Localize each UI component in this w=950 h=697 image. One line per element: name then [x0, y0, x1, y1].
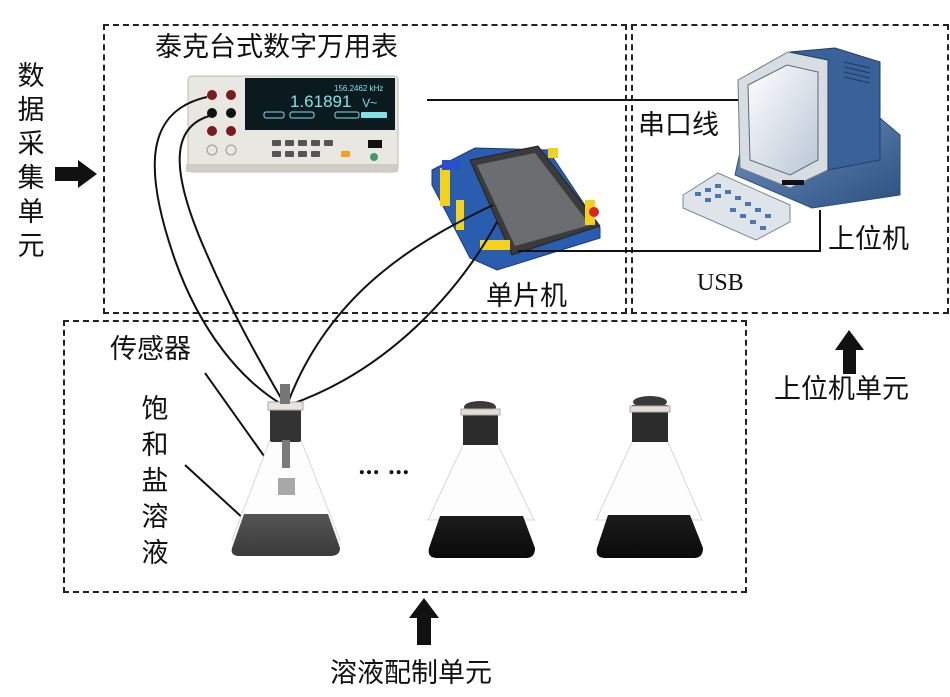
host-unit-box: [631, 24, 949, 314]
label-char: 溶: [141, 502, 169, 533]
label-char: 液: [141, 538, 169, 569]
usb-cable: [518, 210, 821, 252]
label-char: 饱: [141, 394, 169, 425]
label-char: 数: [17, 61, 45, 92]
solution-pointer: [184, 464, 246, 521]
serial-cable-label: 串口线: [638, 110, 719, 141]
solution-unit-label: 溶液配制单元: [330, 658, 492, 689]
saturated-salt-solution-label: 饱 和 盐 溶 液: [140, 392, 170, 572]
multimeter-label: 泰克台式数字万用表: [155, 32, 398, 63]
computer: [682, 47, 901, 241]
mcu-board: [431, 145, 601, 271]
wire: [178, 114, 286, 406]
data-acquisition-box: [103, 24, 627, 314]
label-char: 采: [17, 129, 45, 160]
multimeter-main-reading: 1.61891 V~: [290, 92, 377, 112]
arrow-right-icon: [55, 160, 97, 188]
reading-value: 1.61891: [290, 92, 352, 111]
label-char: 盐: [141, 466, 169, 497]
multimeter-secondary-reading: 156.2462 kHz: [334, 84, 384, 93]
flask: [595, 396, 703, 558]
flask-with-sensor: [231, 384, 341, 556]
label-char: 据: [17, 95, 45, 126]
host-unit-label: 上位机单元: [774, 374, 909, 405]
multimeter: [186, 75, 399, 173]
mcu-label: 单片机: [486, 281, 567, 312]
ellipsis: … …: [358, 454, 410, 480]
label-char: 元: [17, 231, 45, 262]
label-char: 和: [141, 430, 169, 461]
solution-unit-box: [63, 320, 747, 593]
usb-label: USB: [697, 270, 744, 296]
data-acquisition-unit-label: 数 据 采 集 单 元: [16, 60, 46, 264]
connection-lines: [153, 96, 821, 521]
label-char: 集: [17, 163, 45, 194]
computer-label: 上位机: [828, 224, 909, 255]
wire: [288, 221, 498, 406]
sensor-pointer: [204, 372, 275, 471]
sensor-label: 传感器: [110, 334, 191, 365]
wire: [153, 96, 284, 406]
arrow-up-icon: [835, 330, 864, 374]
arrow-up-icon: [409, 598, 439, 645]
label-char: 单: [17, 197, 45, 228]
wire: [286, 204, 494, 406]
reading-unit: V~: [362, 96, 378, 110]
flask: [427, 401, 535, 558]
